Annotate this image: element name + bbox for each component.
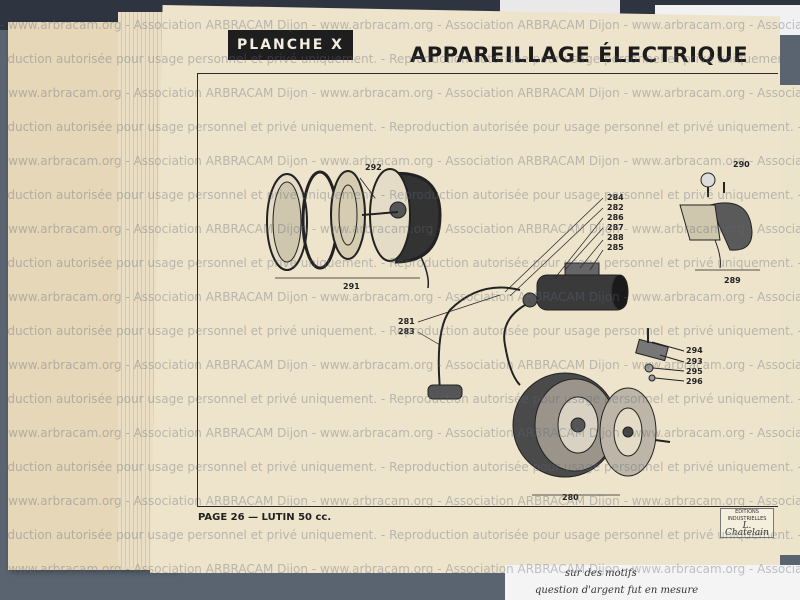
page-title: APPAREILLAGE ÉLECTRIQUE (410, 43, 749, 67)
callout-283: 283 (398, 327, 415, 336)
publisher-stamp: EDITIONS INDUSTRIELLES L. Chatelain (720, 508, 774, 538)
callout-281: 281 (398, 317, 415, 326)
plate-label: PLANCHE X (228, 30, 353, 60)
callout-294: 294 (686, 346, 703, 355)
leader-lines (417, 197, 604, 346)
callout-296: 296 (686, 377, 703, 386)
headlamp-assembly (266, 168, 442, 289)
callout-293: 293 (686, 357, 703, 366)
callout-292: 292 (365, 163, 382, 172)
magneto-flywheel (512, 372, 671, 496)
publisher-signature: L. Chatelain (725, 521, 769, 538)
callout-284: 284 (607, 193, 624, 202)
page-footer: PAGE 26 — LUTIN 50 cc. (198, 512, 332, 523)
callout-290: 290 (733, 160, 750, 169)
callout-286: 286 (607, 213, 624, 222)
bottom-handwritten-note: sur des motifs question d'argent fut en … (505, 565, 800, 600)
manual-page (150, 5, 780, 573)
note-line-2: question d'argent fut en mesure (535, 585, 699, 596)
facing-page-edge (778, 85, 800, 555)
publisher-stamp-line: EDITIONS INDUSTRIELLES (727, 509, 767, 522)
callout-289: 289 (724, 276, 741, 285)
callout-295: 295 (686, 367, 703, 376)
callout-287: 287 (607, 223, 624, 232)
callout-288: 288 (607, 233, 624, 242)
callout-282: 282 (607, 203, 624, 212)
note-line-1: sur des motifs (565, 568, 637, 579)
diagram-frame (197, 73, 778, 507)
callout-291: 291 (343, 282, 360, 291)
callout-285: 285 (607, 243, 624, 252)
ignition-coil (427, 262, 629, 400)
rear-lamp-assembly (679, 172, 760, 271)
callout-280: 280 (562, 493, 579, 502)
contact-breaker-parts (635, 328, 685, 382)
